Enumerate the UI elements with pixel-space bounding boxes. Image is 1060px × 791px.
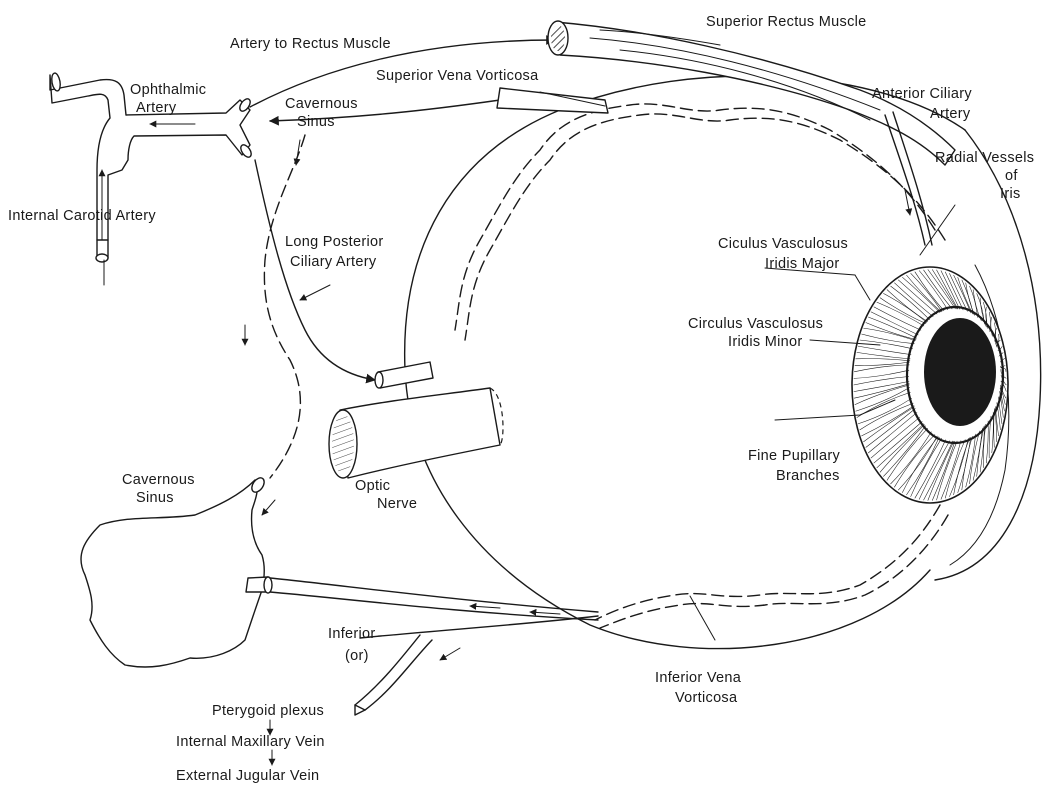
cavernous-sinus-bottom <box>81 476 272 667</box>
label-circulus-minor-line1: Circulus Vasculosus <box>688 316 823 332</box>
label-cavernous-sinus-top-line2: Sinus <box>297 114 335 130</box>
label-fine-pupillary-line2: Branches <box>776 468 840 484</box>
label-superior-rectus-muscle: Superior Rectus Muscle <box>706 14 867 30</box>
label-internal-carotid-artery: Internal Carotid Artery <box>8 208 156 224</box>
label-ophthalmic-artery-line1: Ophthalmic <box>130 82 206 98</box>
label-long-posterior-line1: Long Posterior <box>285 234 384 250</box>
label-superior-vena-vorticosa: Superior Vena Vorticosa <box>376 68 539 84</box>
label-internal-maxillary-vein: Internal Maxillary Vein <box>176 734 325 750</box>
label-anterior-ciliary-artery-line2: Artery <box>930 106 971 122</box>
optic-nerve <box>329 388 503 478</box>
label-radial-vessels-line3: Iris <box>1000 186 1021 202</box>
posterior-ciliary-vessel <box>375 362 433 388</box>
label-radial-vessels-line2: of <box>1005 168 1018 184</box>
label-inferior-vena-vorticosa-line2: Vorticosa <box>675 690 738 706</box>
label-radial-vessels-line1: Radial Vessels <box>935 150 1034 166</box>
label-cavernous-sinus-top-line1: Cavernous <box>285 96 358 112</box>
label-circulus-major-line2: Iridis Major <box>765 256 840 272</box>
venous-drainage-dashed <box>264 135 305 478</box>
label-circulus-minor-line2: Iridis Minor <box>728 334 803 350</box>
label-long-posterior-line2: Ciliary Artery <box>290 254 377 270</box>
label-optic-nerve-line1: Optic <box>355 478 390 494</box>
label-pterygoid-plexus: Pterygoid plexus <box>212 703 324 719</box>
label-inferior-line2: (or) <box>345 648 369 664</box>
label-ophthalmic-artery-line2: Artery <box>136 100 177 116</box>
label-circulus-major-line1: Ciculus Vasculosus <box>718 236 848 252</box>
label-cavernous-sinus-bottom-line1: Cavernous <box>122 472 195 488</box>
pupil-texture <box>930 326 990 418</box>
label-inferior-vena-vorticosa-line1: Inferior Vena <box>655 670 742 686</box>
inferior-vein-path <box>270 578 598 715</box>
label-inferior-line1: Inferior <box>328 626 376 642</box>
label-external-jugular-vein: External Jugular Vein <box>176 768 319 784</box>
label-fine-pupillary-line1: Fine Pupillary <box>748 448 840 464</box>
long-posterior-ciliary-artery <box>255 160 375 380</box>
label-anterior-ciliary-artery-line1: Anterior Ciliary <box>872 86 972 102</box>
iris <box>852 267 1008 503</box>
label-artery-to-rectus-muscle: Artery to Rectus Muscle <box>230 36 391 52</box>
label-optic-nerve-line2: Nerve <box>377 496 417 512</box>
label-cavernous-sinus-bottom-line2: Sinus <box>136 490 174 506</box>
superior-vena-vorticosa <box>497 88 608 113</box>
